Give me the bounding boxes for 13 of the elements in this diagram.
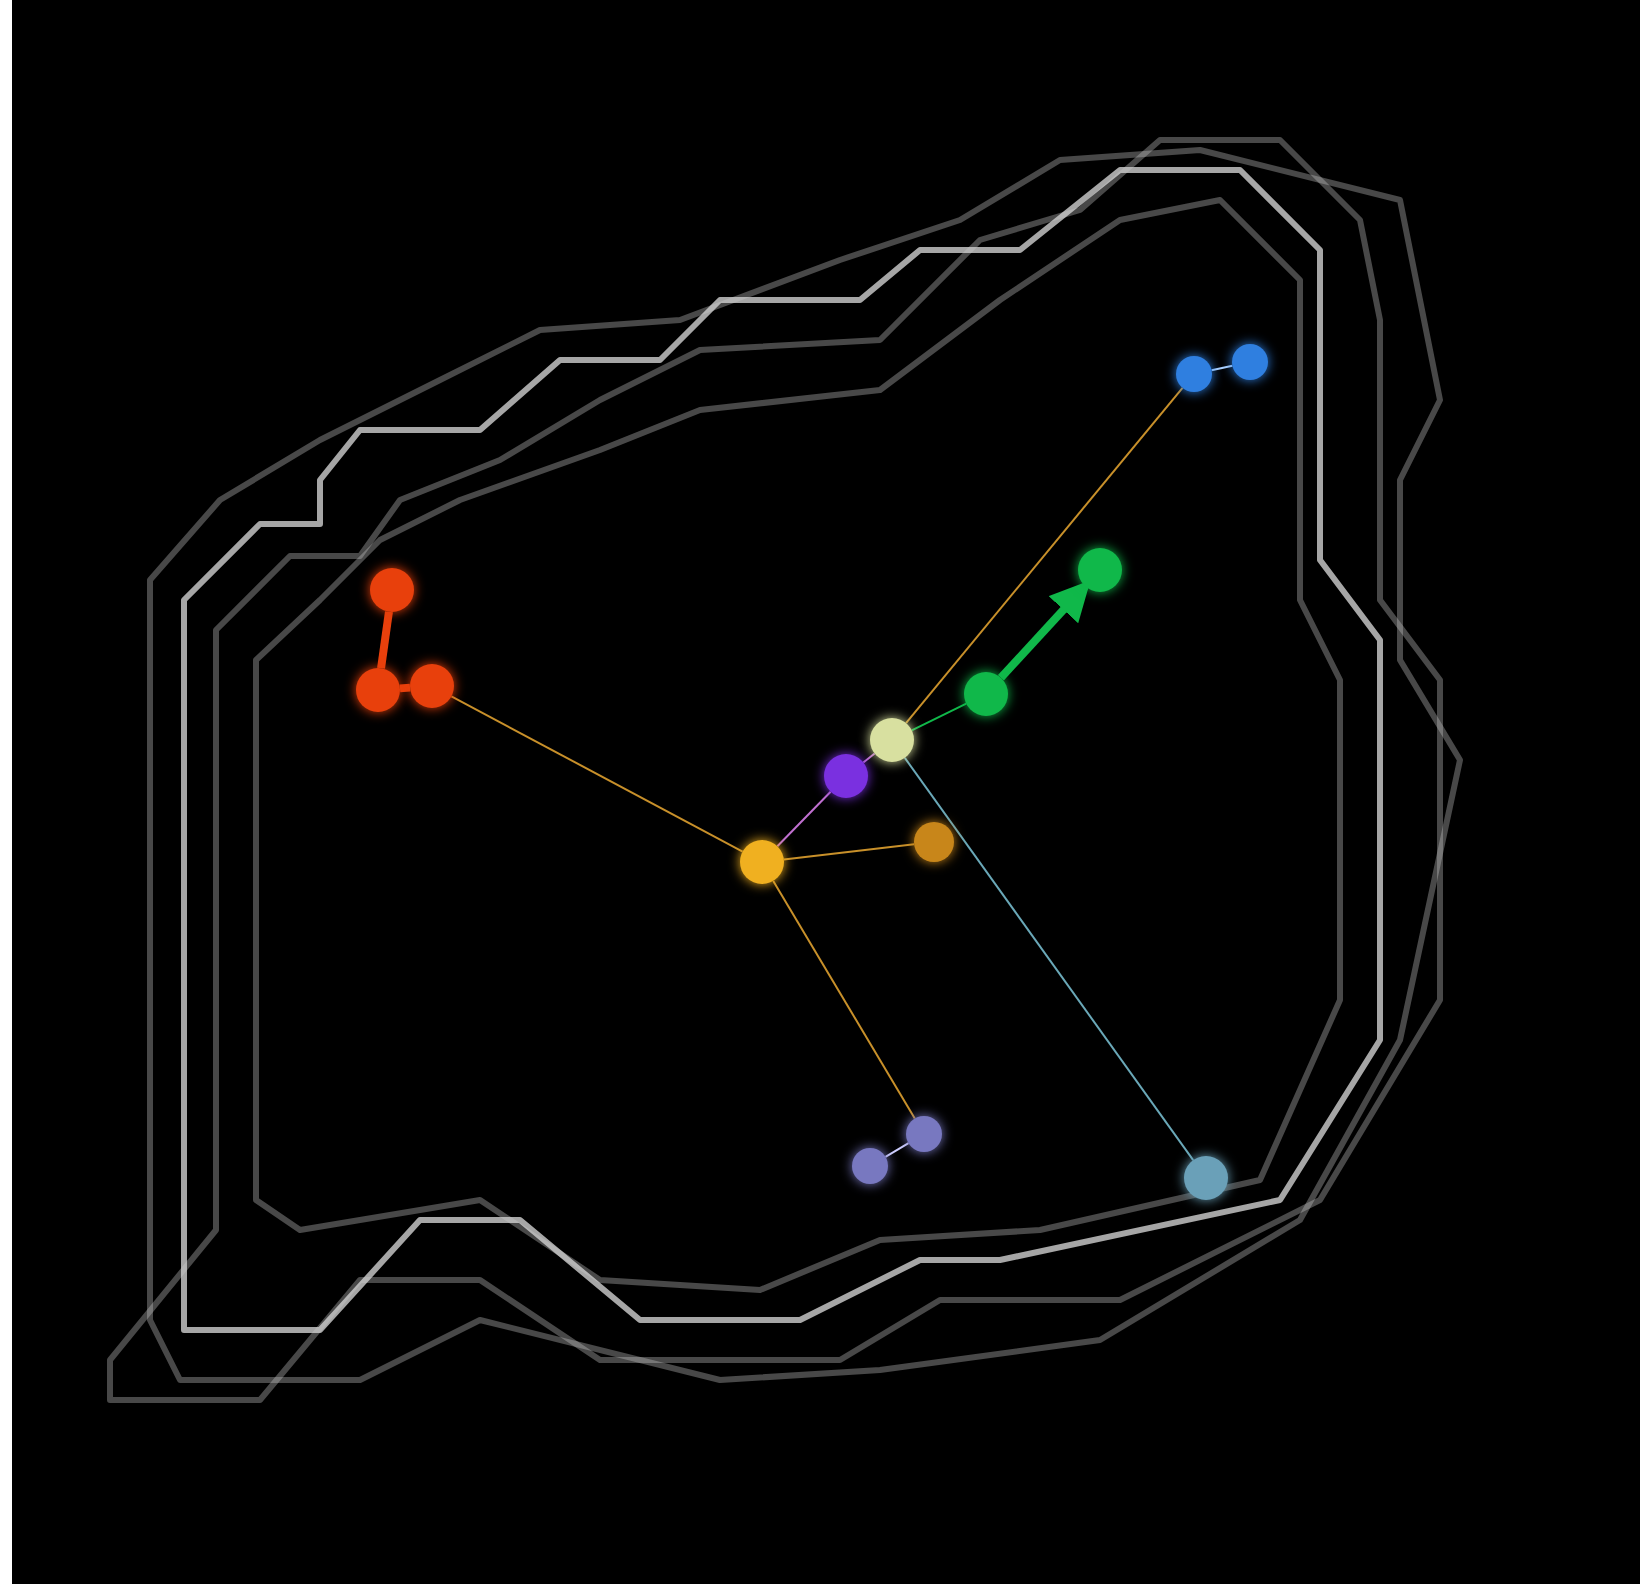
connector-line (862, 752, 876, 764)
connector-line (377, 611, 393, 669)
connector-line (782, 843, 916, 861)
connector-line (450, 695, 744, 853)
arrow (997, 580, 1091, 681)
connector-line (884, 1142, 910, 1158)
connector-line (903, 756, 1195, 1162)
connector-line (776, 790, 832, 848)
connector-line (399, 683, 411, 693)
connector-line (772, 879, 916, 1120)
connector-line (905, 386, 1184, 725)
connector-line (910, 702, 968, 732)
connector-line (1210, 364, 1234, 372)
